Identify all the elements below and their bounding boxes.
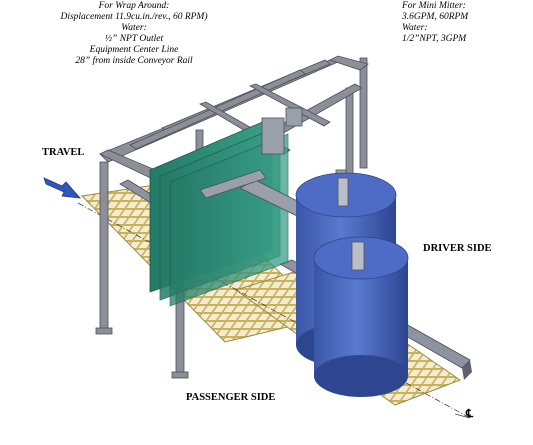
note-line: 28” from inside Conveyor Rail [75, 56, 193, 66]
centerline-marker [454, 413, 471, 419]
note-line: 1/2”NPT, 3GPM [402, 34, 467, 44]
note-line: For Wrap Around: [98, 1, 170, 11]
note-line: Equipment Center Line [89, 45, 179, 55]
travel-label: TRAVEL [42, 147, 85, 158]
note-line: Water: [402, 23, 428, 33]
note-line: For Mini Mitter: [402, 1, 466, 11]
note-line: ½” NPT Outlet [104, 34, 164, 44]
passenger-side-label: PASSENGER SIDE [186, 392, 276, 403]
travel-arrow [43, 177, 81, 199]
note-line: Displacement 11.9cu.in./rev., 60 RPM) [60, 12, 208, 22]
mini-mitter-spec-note: For Mini Mitter: 3.6GPM, 60RPM Water: 1/… [402, 1, 468, 45]
centerline-symbol: ℄ [466, 408, 474, 420]
driver-side-label: DRIVER SIDE [423, 243, 492, 254]
centerline [77, 202, 471, 419]
brush-motor [337, 177, 365, 271]
note-line: 3.6GPM, 60RPM [402, 12, 469, 22]
wrap-around-spec-note: For Wrap Around: Displacement 11.9cu.in.… [34, 1, 234, 67]
note-line: Water: [121, 23, 147, 33]
